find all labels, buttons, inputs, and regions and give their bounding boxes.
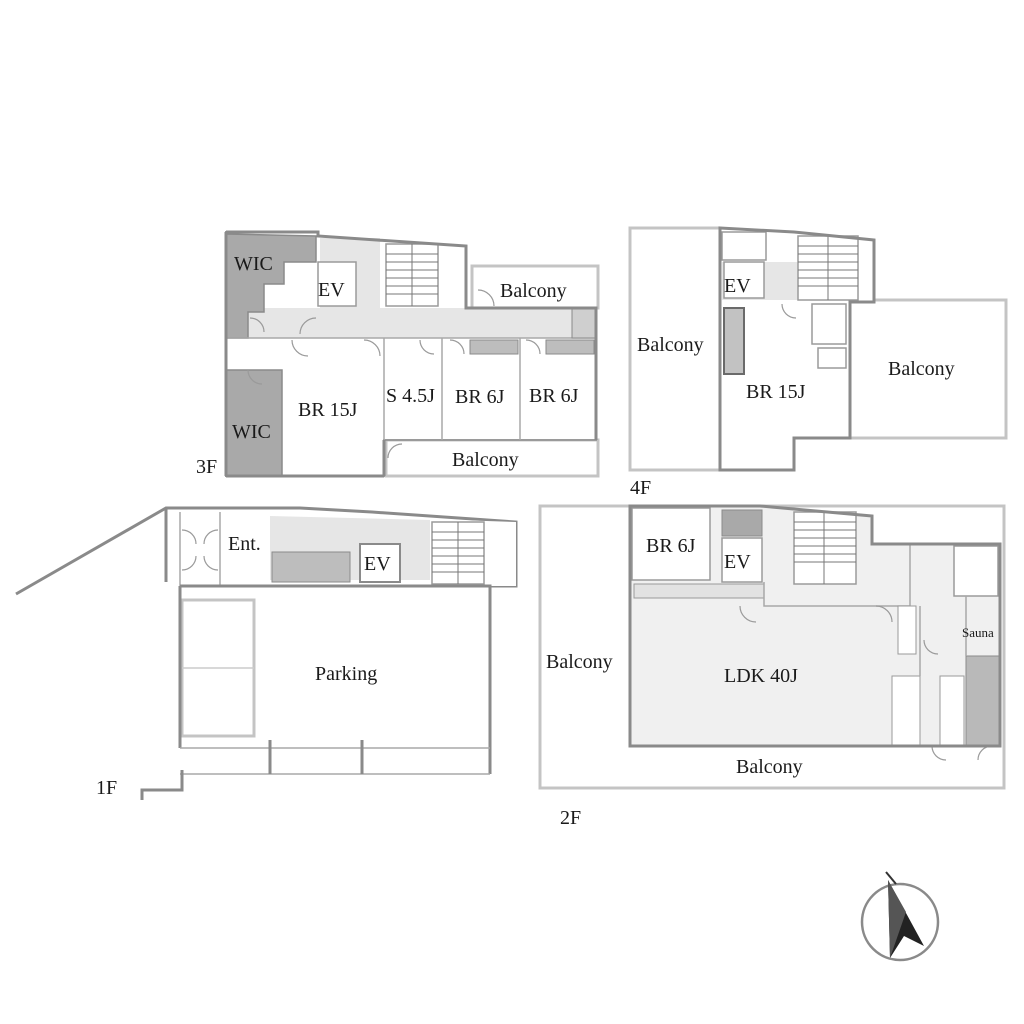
floor-4f: EV Balcony BR 15J Balcony 4F [628,226,1008,499]
room-balcony-west: Balcony [637,334,704,356]
room-br-a: BR 6J [455,386,505,408]
room-storage: S 4.5J [386,385,435,407]
room-balcony-west: Balcony [546,651,613,673]
room-balcony-east: Balcony [888,358,955,380]
floor-label-1f: 1F [96,777,117,799]
room-parking: Parking [315,663,377,685]
room-balcony-south: Balcony [452,449,519,471]
room-wic-top: WIC [234,253,273,275]
room-ldk: LDK 40J [724,665,798,687]
floor-label-3f: 3F [196,456,217,478]
room-ev: EV [318,279,345,301]
floor-label-4f: 4F [630,477,651,499]
room-br: BR 6J [646,535,696,557]
room-ev: EV [364,553,391,575]
floor-2f: BR 6J EV Sauna Balcony LDK 40J Balcony 2… [538,504,1006,829]
room-entrance: Ent. [228,533,261,555]
room-balcony-south: Balcony [736,756,803,778]
north-arrow-icon [860,871,940,962]
room-ev: EV [724,275,751,297]
room-sauna: Sauna [962,625,994,640]
room-ev: EV [724,551,751,573]
room-wic-bottom: WIC [232,421,271,443]
floor-label-2f: 2F [560,807,581,829]
room-br-master: BR 15J [298,399,358,421]
room-br: BR 15J [746,381,806,403]
floor-1f: Ent. EV Parking 1F [15,506,518,800]
room-br-b: BR 6J [529,385,579,407]
floor-3f: WIC EV Balcony BR 15J S 4.5J BR 6J BR 6J… [196,230,600,478]
room-balcony-north: Balcony [500,280,567,302]
